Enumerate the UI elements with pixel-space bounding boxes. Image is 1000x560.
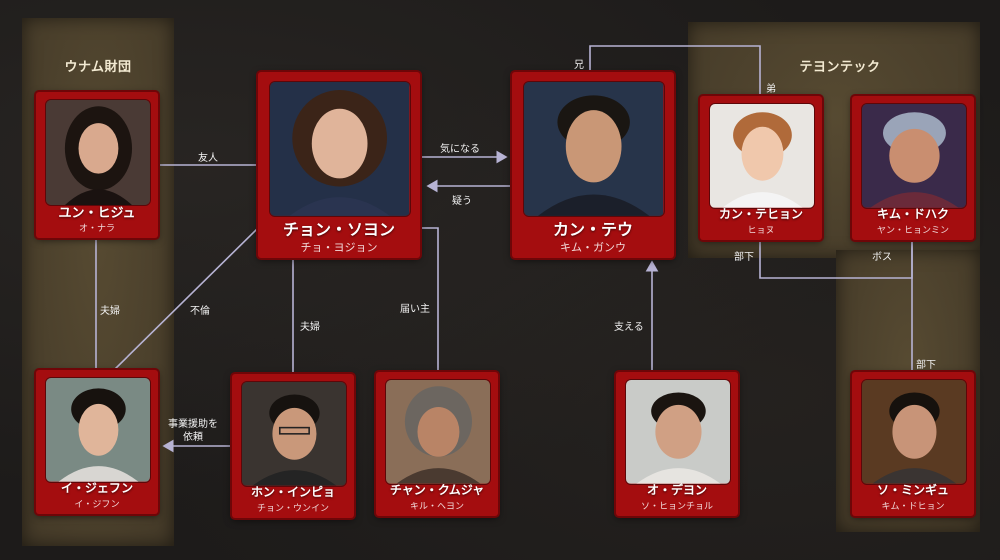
line-furin (113, 227, 259, 371)
character-card-hong-inpyo[interactable]: ホン・インピョ チョン・ウンイン (232, 374, 354, 518)
rel-label-boss: ボス (872, 252, 892, 263)
character-name: ユン・ヒジュ (58, 206, 136, 221)
actor-name: チョン・ウンイン (256, 504, 329, 514)
portrait-so-mingyu (860, 379, 968, 485)
portrait-yun-hiju (44, 99, 152, 207)
character-card-yun-hiju[interactable]: ユン・ヒジュ オ・ナラ (36, 92, 158, 238)
line-todokenushi (420, 227, 439, 372)
portrait-hong-inpyo (240, 381, 348, 487)
actor-name: オ・ナラ (78, 224, 115, 234)
rel-label-buka1: 部下 (734, 252, 754, 263)
character-name: ソ・ミンギュ (876, 483, 949, 497)
line-brothers (589, 45, 761, 96)
character-card-oh-deyon[interactable]: オ・デヨン ソ・ヒョンチョル (616, 372, 738, 516)
rel-label-buka2: 部下 (916, 360, 936, 371)
character-card-kim-dohak[interactable]: キム・ドハク ヤン・ヒョンミン (852, 96, 974, 240)
actor-name: キル・ヘヨン (409, 502, 464, 512)
actor-name: チョ・ヨジョン (300, 241, 378, 254)
actor-name: ヒョヌ (747, 226, 775, 236)
rel-label-furin: 不倫 (190, 306, 210, 317)
character-card-chang-kumja[interactable]: チャン・クムジャ キル・ヘヨン (376, 372, 498, 516)
rel-label-sasaeru: 支える (614, 322, 644, 333)
portrait-kang-teu (523, 81, 665, 218)
character-card-lee-jehun[interactable]: イ・ジェフン イ・ジフン (36, 370, 158, 514)
character-name: イ・ジェフン (60, 481, 134, 495)
portrait-chang-kumja (384, 379, 492, 485)
rel-label-fuufu-1: 夫婦 (100, 306, 120, 317)
character-card-so-mingyu[interactable]: ソ・ミンギュ キム・ドヒョン (852, 372, 974, 516)
rel-label-jigyou: 事業援助を 依頼 (168, 419, 218, 443)
portrait-kang-tehyon (708, 103, 816, 209)
character-name: カン・テウ (552, 220, 633, 239)
actor-name: キム・ドヒョン (881, 502, 945, 512)
group-title-unam: ウナム財団 (64, 60, 132, 75)
group-title-teyon: テヨンテック (799, 60, 881, 75)
actor-name: イ・ジフン (74, 500, 120, 510)
character-name: ホン・インピョ (250, 485, 335, 499)
character-name: チャン・クムジャ (389, 483, 485, 497)
portrait-kim-dohak (860, 103, 968, 209)
rel-label-fuufu-2: 夫婦 (300, 322, 320, 333)
character-card-kang-teu[interactable]: カン・テウ キム・ガンウ (512, 72, 674, 258)
character-name: カン・テヒョン (718, 207, 803, 221)
portrait-oh-deyon (624, 379, 732, 485)
rel-label-utagau: 疑う (452, 196, 472, 207)
rel-label-otouto: 弟 (766, 84, 776, 95)
character-card-kang-tehyon[interactable]: カン・テヒョン ヒョヌ (700, 96, 822, 240)
rel-label-todokenushi: 届い主 (400, 304, 430, 315)
character-name: オ・デヨン (646, 483, 707, 497)
rel-label-kininaru: 気になる (440, 144, 480, 155)
rel-label-ani: 兄 (574, 60, 584, 71)
actor-name: ヤン・ヒョンミン (876, 226, 949, 236)
character-name: キム・ドハク (876, 207, 949, 221)
character-card-cho-soyon[interactable]: チョン・ソヨン チョ・ヨジョン (258, 72, 420, 258)
actor-name: キム・ガンウ (560, 241, 626, 254)
character-name: チョン・ソヨン (282, 220, 395, 239)
actor-name: ソ・ヒョンチョル (640, 502, 713, 512)
portrait-cho-soyon (269, 81, 411, 218)
portrait-lee-jehun (44, 377, 152, 483)
rel-label-friend: 友人 (198, 153, 218, 164)
